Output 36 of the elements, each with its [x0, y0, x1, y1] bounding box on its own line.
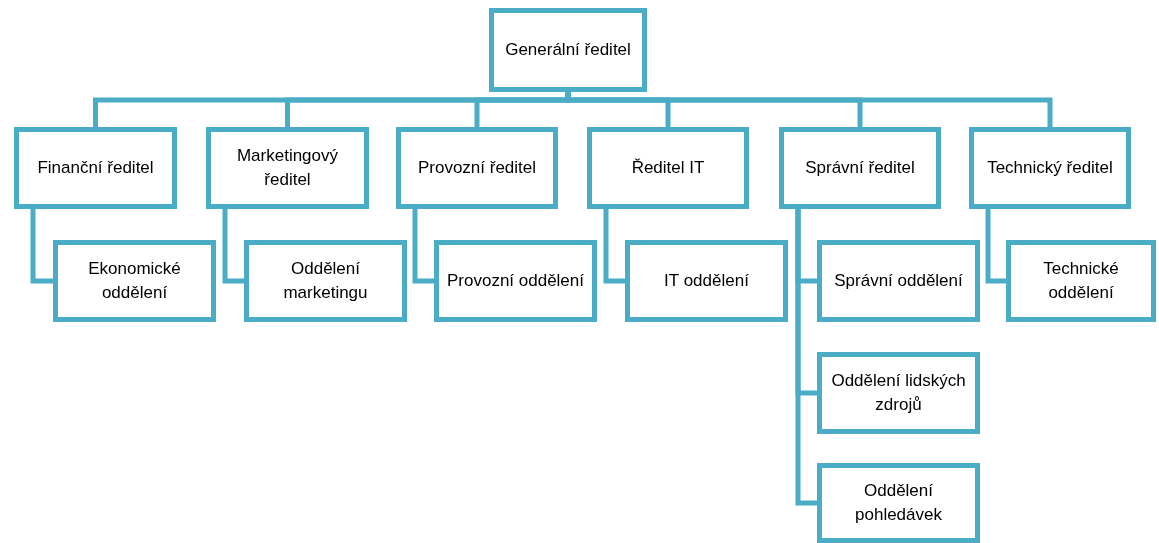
- connector-line: [412, 209, 434, 284]
- role-label: Marketingový ředitel: [235, 145, 340, 191]
- org-box: [396, 127, 558, 209]
- org-box: [587, 127, 749, 209]
- org-box: [53, 240, 216, 322]
- role-label: Provozní ředitel: [417, 157, 537, 180]
- role-label: Oddělení marketingu: [282, 258, 369, 304]
- org-box: [969, 127, 1131, 209]
- role-label: IT oddělení: [664, 270, 749, 293]
- role-label: Technický ředitel: [987, 157, 1113, 180]
- connector-line: [222, 209, 244, 284]
- org-box: [1006, 240, 1156, 322]
- org-box: [817, 240, 980, 322]
- org-box: [779, 127, 941, 209]
- role-label: Ředitel IT: [631, 157, 705, 180]
- role-label: Technické oddělení: [1042, 258, 1120, 304]
- role-label: Oddělení lidských zdrojů: [830, 370, 967, 416]
- org-box: [434, 240, 597, 322]
- connector-line: [795, 209, 817, 506]
- role-label: Finanční ředitel: [37, 157, 154, 180]
- org-box: [625, 240, 788, 322]
- role-label: Správní oddělení: [834, 270, 963, 293]
- role-label: Oddělení pohledávek: [854, 480, 943, 526]
- org-box: [817, 352, 980, 434]
- org-box: [14, 127, 177, 209]
- role-label: Provozní oddělení: [446, 270, 584, 293]
- connector-line: [603, 209, 625, 284]
- org-box: [817, 463, 980, 543]
- org-box: [206, 127, 369, 209]
- role-label: Správní ředitel: [805, 157, 915, 180]
- role-label: Generální ředitel: [505, 39, 631, 62]
- org-box: [489, 8, 647, 92]
- connector-line: [30, 209, 53, 284]
- role-label: Ekonomické oddělení: [87, 258, 182, 304]
- connector-line: [985, 209, 1006, 284]
- org-box: [244, 240, 407, 322]
